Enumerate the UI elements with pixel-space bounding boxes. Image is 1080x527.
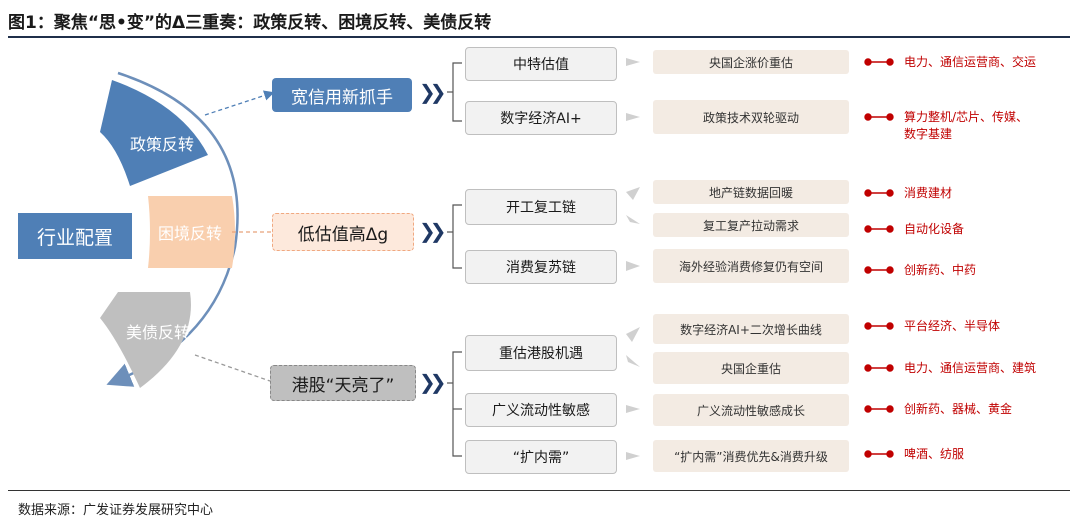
theme-box-2: 低估值高Δg xyxy=(272,213,414,251)
chevron-icon-1: ❯❯ xyxy=(419,80,446,104)
industry-allocation-box: 行业配置 xyxy=(18,213,132,259)
bracket-1 xyxy=(452,62,462,122)
level2-box-e1: 数字经济AI+二次增长曲线 xyxy=(653,314,849,344)
title-rule xyxy=(8,36,1070,38)
level1-box-d: 消费复苏链 xyxy=(465,250,617,284)
level1-box-b: 数字经济AI+ xyxy=(465,101,617,135)
level2-box-c2: 复工复产拉动需求 xyxy=(653,213,849,237)
chevron-icon-3: ❯❯ xyxy=(419,370,446,394)
tag-b1: 算力整机/芯片、传媒、 xyxy=(904,110,1029,124)
level2-box-a: 央国企涨价重估 xyxy=(653,50,849,74)
level1-box-a: 中特估值 xyxy=(465,47,617,81)
level1-box-f: 广义流动性敏感 xyxy=(465,393,617,427)
sector-distress xyxy=(148,196,235,268)
level2-box-d: 海外经验消费修复仍有空间 xyxy=(653,249,849,283)
level-arrows xyxy=(626,58,640,460)
theme-box-1: 宽信用新抓手 xyxy=(272,78,412,112)
tag-a: 电力、通信运营商、交运 xyxy=(904,55,1037,69)
sector-label-policy: 政策反转 xyxy=(129,135,194,154)
sector-label-distress: 困境反转 xyxy=(157,224,222,243)
chevron-icon-2: ❯❯ xyxy=(419,219,446,243)
figure-title: 图1：聚焦“思•变”的Δ三重奏：政策反转、困境反转、美债反转 xyxy=(8,13,492,33)
sector-label-ustreasury: 美债反转 xyxy=(125,323,190,342)
tag-e1: 平台经济、半导体 xyxy=(904,319,1001,333)
level1-box-e: 重估港股机遇 xyxy=(465,335,617,371)
tag-f: 创新药、器械、黄金 xyxy=(904,402,1013,416)
level1-box-c: 开工复工链 xyxy=(465,189,617,225)
tag-e2: 电力、通信运营商、建筑 xyxy=(904,361,1037,375)
data-source: 数据来源：广发证券发展研究中心 xyxy=(18,503,214,518)
tag-c2: 自动化设备 xyxy=(904,222,965,236)
tag-b2: 数字基建 xyxy=(904,127,953,141)
tag-c1: 消费建材 xyxy=(904,186,953,200)
sector-policy xyxy=(100,80,208,186)
bracket-3 xyxy=(452,351,462,457)
bracket-2 xyxy=(452,204,462,269)
sector-ustreasury xyxy=(100,292,191,388)
level2-box-b: 政策技术双轮驱动 xyxy=(653,100,849,134)
tag-d: 创新药、中药 xyxy=(904,263,977,277)
theme-box-3: 港股“天亮了” xyxy=(270,365,416,401)
level2-box-f: 广义流动性敏感成长 xyxy=(653,394,849,426)
level2-box-g: “扩内需”消费优先&消费升级 xyxy=(653,440,849,472)
link-ustreasury xyxy=(194,354,271,382)
tag-bullets xyxy=(864,58,894,458)
link-policy xyxy=(204,90,275,116)
tag-g: 啤酒、纺服 xyxy=(904,447,965,461)
footer-rule xyxy=(8,490,1070,491)
level2-box-c1: 地产链数据回暖 xyxy=(653,180,849,204)
level2-box-e2: 央国企重估 xyxy=(653,352,849,384)
level1-box-g: “扩内需” xyxy=(465,440,617,474)
